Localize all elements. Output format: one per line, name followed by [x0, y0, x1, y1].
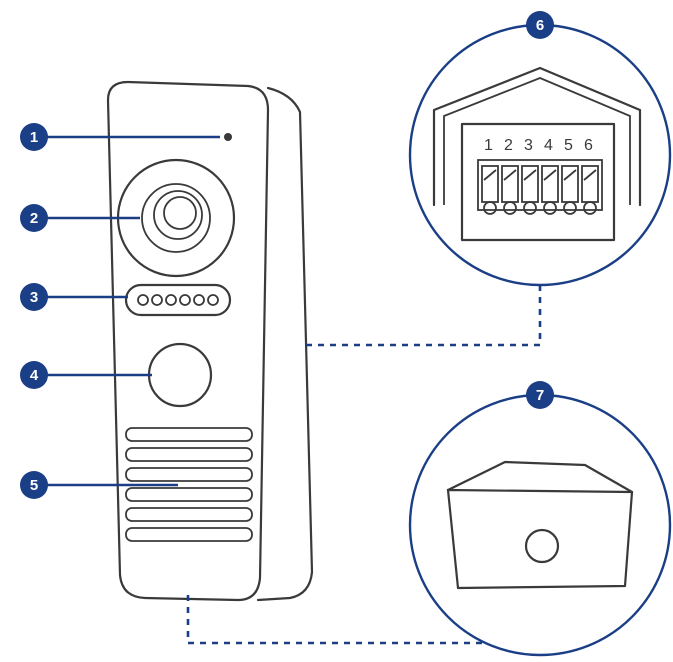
terminal-slots: [481, 165, 599, 215]
callout-2: 2: [20, 204, 48, 232]
ir-leds: [137, 294, 219, 306]
callout-1-label: 1: [30, 129, 38, 146]
callout-2-label: 2: [30, 210, 38, 227]
bottom-housing-front: [446, 488, 634, 590]
leader-lines: [38, 135, 220, 487]
pin-label-5: 5: [564, 137, 573, 154]
camera-lens-inner: [153, 190, 203, 240]
pin-label-6: 6: [584, 137, 593, 154]
callout-6: 6: [526, 11, 554, 39]
callout-7-label: 7: [536, 387, 544, 404]
bottom-detail-circle: [408, 393, 672, 657]
doorbell-front-panel: [106, 80, 270, 602]
camera-lens-center: [163, 196, 197, 230]
pin-label-4: 4: [544, 137, 553, 154]
pin-label-1: 1: [484, 137, 493, 154]
bottom-screw-detail: [408, 393, 672, 657]
callout-4-label: 4: [30, 367, 39, 384]
callout-7: 7: [526, 381, 554, 409]
callout-5-label: 5: [30, 477, 38, 494]
terminal-hood: [432, 66, 642, 207]
doorbell-body: [106, 80, 314, 602]
indicator-light: [224, 133, 232, 141]
callout-3: 3: [20, 283, 48, 311]
call-button[interactable]: [147, 342, 213, 408]
bottom-housing-top: [446, 460, 634, 494]
connector-to-bottom: [186, 595, 486, 645]
speaker-grille: [125, 427, 253, 542]
terminal-detail-circle: [408, 23, 672, 287]
callout-4: 4: [20, 361, 48, 389]
camera-lens-ring: [141, 183, 211, 253]
callout-1: 1: [20, 123, 48, 151]
terminal-block: [460, 122, 616, 242]
ir-led-strip: [124, 283, 232, 317]
doorbell-side-panel: [256, 86, 314, 602]
pin-label-3: 3: [524, 137, 533, 154]
callout-3-label: 3: [30, 289, 38, 306]
callout-5: 5: [20, 471, 48, 499]
callout-6-label: 6: [536, 17, 544, 34]
terminal-detail: 1 2 3 4 5 6: [408, 23, 672, 287]
bottom-screw-hole: [524, 528, 560, 564]
pin-label-2: 2: [504, 137, 513, 154]
connector-to-terminal: [306, 285, 542, 347]
